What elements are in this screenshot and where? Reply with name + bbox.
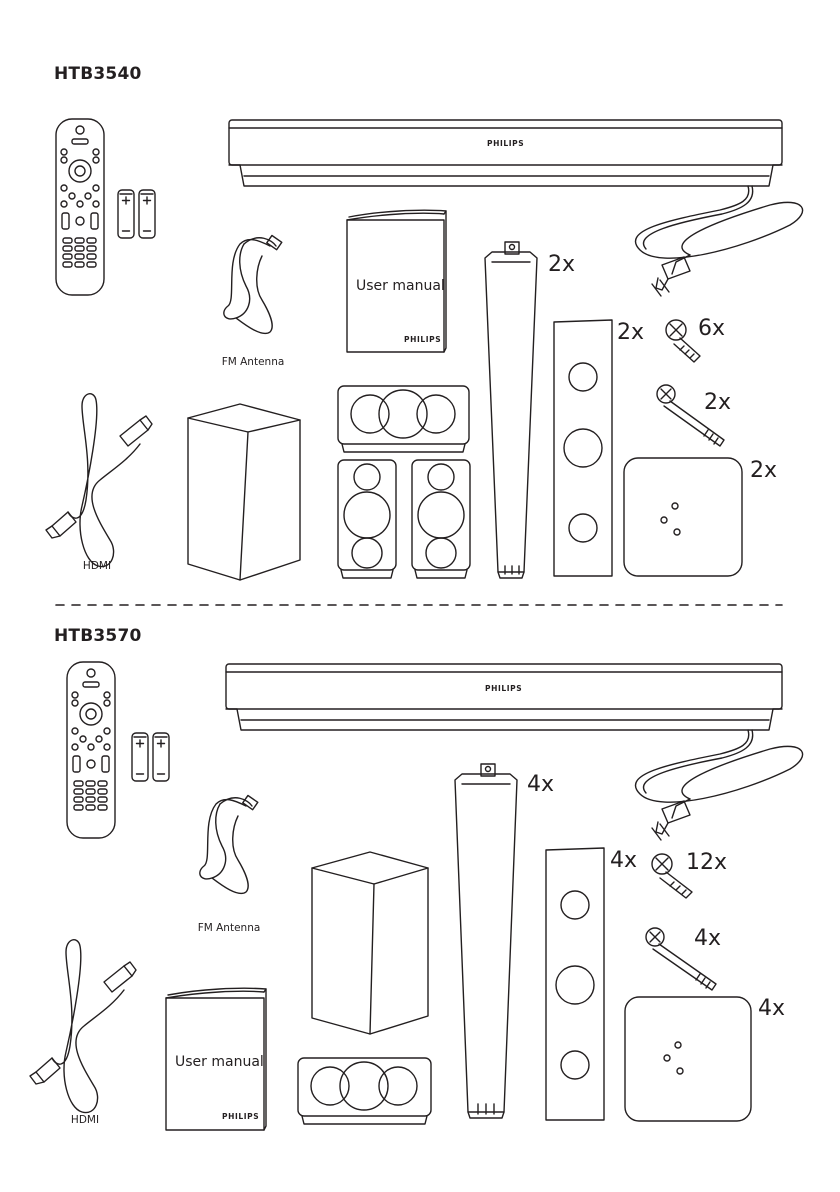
manual-brand-logo: PHILIPS — [222, 1112, 259, 1121]
base-qty: 4x — [758, 996, 785, 1021]
fm-antenna-icon — [200, 795, 258, 893]
remote-control-icon — [56, 119, 104, 295]
hdmi-label: HDMI — [40, 1114, 130, 1126]
center-speaker-icon — [298, 1058, 431, 1124]
model-title: HTB3570 — [54, 626, 142, 646]
battery-icon — [118, 190, 155, 238]
short-screw-qty: 12x — [686, 850, 727, 875]
remote-control-icon — [67, 662, 115, 838]
subwoofer-icon — [312, 852, 428, 1034]
tall-speaker-icon — [455, 764, 517, 1118]
manual-brand-logo: PHILIPS — [404, 335, 441, 344]
brand-logo: PHILIPS — [487, 139, 524, 148]
speaker-base-icon — [624, 458, 742, 576]
model-title: HTB3540 — [54, 64, 142, 84]
tall-speaker-qty: 4x — [527, 772, 554, 797]
rear-speaker-qty: 4x — [610, 848, 637, 873]
hdmi-cable-icon — [30, 940, 136, 1113]
fm-antenna-icon — [224, 235, 282, 333]
rear-speaker-qty: 2x — [617, 320, 644, 345]
fm-antenna-label: FM Antenna — [208, 356, 298, 368]
long-screw-qty: 4x — [694, 926, 721, 951]
short-screw-qty: 6x — [698, 316, 725, 341]
hdmi-cable-icon — [46, 394, 152, 567]
user-manual-title: User manual — [175, 1054, 264, 1070]
power-cord-icon — [635, 730, 802, 840]
long-screw-qty: 2x — [704, 390, 731, 415]
base-qty: 2x — [750, 458, 777, 483]
rear-speaker-icon — [546, 848, 604, 1120]
tall-speaker-icon — [485, 242, 537, 578]
center-speaker-icon — [338, 386, 469, 452]
soundbar-icon — [226, 664, 782, 730]
subwoofer-icon — [188, 404, 300, 580]
brand-logo: PHILIPS — [485, 684, 522, 693]
satellite-speaker-icon — [338, 460, 470, 578]
screw-icon — [666, 320, 700, 362]
hdmi-label: HDMI — [52, 560, 142, 572]
power-cord-icon — [635, 186, 802, 296]
tall-speaker-qty: 2x — [548, 252, 575, 277]
battery-icon — [132, 733, 169, 781]
speaker-base-icon — [625, 997, 751, 1121]
user-manual-title: User manual — [356, 278, 445, 294]
rear-speaker-icon — [554, 320, 612, 576]
fm-antenna-label: FM Antenna — [184, 922, 274, 934]
soundbar-icon — [229, 120, 782, 186]
